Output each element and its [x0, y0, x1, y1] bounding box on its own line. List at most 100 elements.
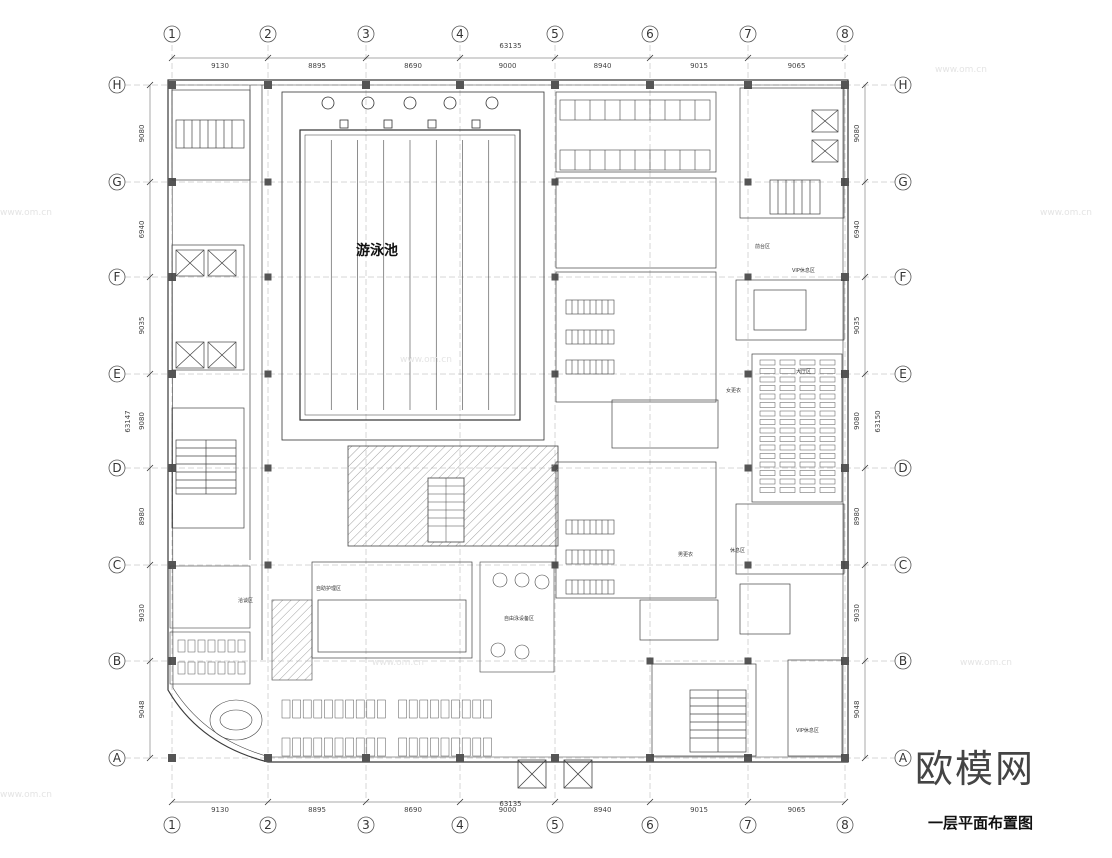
grid-label-col: 1 — [168, 27, 176, 41]
seat-row — [819, 487, 836, 493]
structural-column — [841, 178, 849, 186]
dim-tick — [551, 54, 559, 62]
seat-row — [819, 436, 836, 442]
grid-label-row: A — [899, 751, 908, 765]
svg-text:www.om.cn: www.om.cn — [400, 355, 452, 365]
pool-lounger — [313, 737, 323, 757]
centre-right-rooms — [555, 91, 757, 757]
seat-row — [819, 376, 836, 383]
pool-lounger — [281, 699, 291, 719]
pool-lounger — [472, 737, 482, 757]
structural-column — [744, 178, 752, 186]
pool-lounger — [292, 699, 301, 719]
seat-row — [799, 478, 816, 485]
grid-bubble-col — [357, 816, 375, 834]
svg-text:www.om.cn: www.om.cn — [372, 658, 424, 668]
structural-column — [264, 81, 272, 89]
dim-tick — [168, 54, 176, 62]
seat-row — [819, 478, 836, 485]
grid-label-col: 1 — [168, 818, 176, 832]
dim-value: 9080 — [138, 125, 146, 143]
dim-value: 9065 — [788, 806, 806, 814]
seat-row — [819, 444, 836, 451]
dim-tick — [861, 178, 869, 186]
structural-columns — [168, 81, 849, 762]
dim-tick — [146, 273, 154, 281]
grid-bubble-row — [894, 652, 912, 670]
grid-label-row: G — [112, 175, 121, 189]
self-care-area-label: 自助护理区 — [316, 585, 341, 592]
structural-column — [841, 561, 849, 569]
pool-lounger — [292, 737, 301, 757]
hall-label: 大厅区 — [796, 368, 811, 375]
entrance-lifts — [517, 759, 593, 789]
seat-row — [819, 470, 836, 476]
seat-row — [759, 410, 776, 417]
seat-row — [779, 444, 796, 451]
structural-column — [551, 561, 559, 569]
pool-lounger — [440, 699, 450, 719]
seat-row — [799, 470, 816, 476]
pool-lounger — [451, 699, 460, 719]
lounge-chair — [197, 661, 206, 675]
grid-bubble-col — [546, 816, 564, 834]
dim-value: 8980 — [138, 508, 146, 526]
grid-label-col: 5 — [551, 818, 559, 832]
dim-value: 9080 — [853, 412, 861, 430]
structural-column — [646, 81, 654, 89]
rest-area-label: 休息区 — [730, 547, 745, 554]
dim-tick — [146, 464, 154, 472]
central-core — [271, 445, 559, 681]
lounge-chair — [187, 661, 196, 675]
pool-lounger — [430, 737, 439, 757]
dim-tick — [146, 81, 154, 89]
pool-lounger — [408, 737, 418, 757]
stair-right-lower — [689, 689, 747, 753]
dim-value: 9015 — [690, 62, 708, 70]
structural-column — [362, 754, 370, 762]
grid-bubble-col — [259, 816, 277, 834]
seat-row — [799, 461, 816, 468]
grid-bubble-col — [451, 25, 469, 43]
pool-lounger — [398, 699, 407, 719]
dim-tick — [861, 754, 869, 762]
dim-value: 9048 — [138, 701, 146, 719]
structural-column — [744, 561, 752, 569]
seat-row — [799, 393, 816, 400]
grid-bubble-col — [739, 816, 757, 834]
seat-row — [799, 444, 816, 451]
dim-value: 8980 — [853, 508, 861, 526]
seat-row — [819, 385, 836, 391]
structural-column — [264, 178, 272, 186]
seat-row — [799, 410, 816, 417]
grid-bubble-col — [163, 816, 181, 834]
seat-row — [799, 436, 816, 442]
dim-tick — [646, 54, 654, 62]
pool-lounger — [334, 737, 344, 757]
dim-value: 8690 — [404, 62, 422, 70]
watermarks: www.om.cn www.om.cn www.om.cn www.om.cn … — [0, 65, 1092, 800]
structural-column — [744, 464, 752, 472]
pool-lounger — [281, 737, 291, 757]
pool-lounger — [483, 699, 492, 719]
stair-left-upper — [175, 119, 245, 149]
stair-left-lower — [175, 439, 237, 495]
dim-value: 9080 — [853, 125, 861, 143]
dim-tick — [861, 370, 869, 378]
dim-value: 9030 — [138, 604, 146, 622]
grid-bubble-row — [108, 268, 126, 286]
dim-overall-width: 63135 — [499, 42, 521, 50]
grid-label-col: 7 — [744, 27, 752, 41]
pool-lounger — [302, 699, 312, 719]
grid-label-row: F — [900, 270, 907, 284]
structural-column — [646, 657, 654, 665]
grid-label-row: F — [114, 270, 121, 284]
seat-row — [819, 461, 836, 468]
seat-row — [779, 410, 796, 417]
structural-column — [456, 81, 464, 89]
pool-lounger — [419, 737, 429, 757]
pool-lounger — [334, 699, 344, 719]
